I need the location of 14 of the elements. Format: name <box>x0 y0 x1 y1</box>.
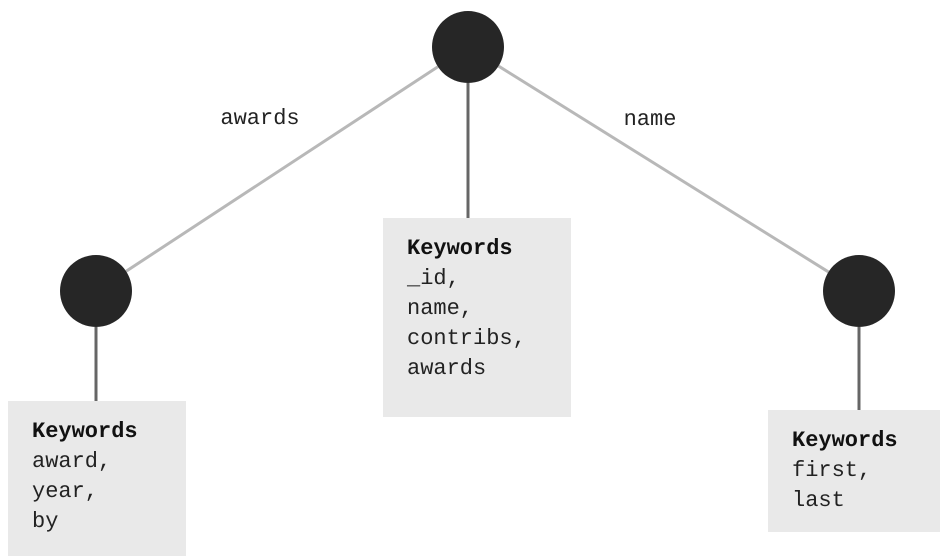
keywords-card <box>768 410 940 532</box>
connector-line <box>498 64 830 274</box>
card-heading: Keywords <box>792 427 899 455</box>
card-heading: Keywords <box>407 235 514 263</box>
connector-line <box>466 83 470 218</box>
keyword-list: _id, name, contribs, awards <box>407 264 526 384</box>
connector-line <box>125 65 439 273</box>
connector-line <box>858 327 860 410</box>
keywords-card <box>8 401 186 556</box>
connector-line <box>94 327 98 401</box>
keyword-list: award, year, by <box>32 447 112 537</box>
keyword-list: first, last <box>792 456 872 516</box>
card-heading: Keywords <box>32 418 139 446</box>
keywords-card <box>383 218 571 417</box>
